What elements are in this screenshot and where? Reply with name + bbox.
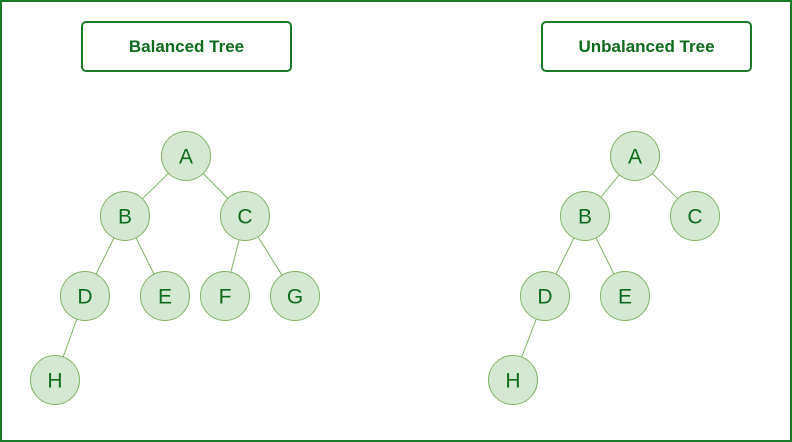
node-label: E — [158, 286, 172, 309]
node-circle — [670, 191, 720, 241]
node-e: E — [140, 271, 190, 321]
node-circle — [30, 355, 80, 405]
balanced-tree: A B C D E F G H — [30, 131, 320, 405]
edge-a-b — [142, 172, 169, 200]
node-b: B — [100, 191, 150, 241]
node-label: H — [505, 370, 520, 393]
node-circle — [220, 191, 270, 241]
edge-d-h — [521, 318, 537, 358]
edge-b-d — [555, 237, 575, 275]
edge-b-e — [135, 237, 155, 275]
node-label: E — [618, 286, 632, 309]
node-circle — [200, 271, 250, 321]
node-label: G — [287, 286, 303, 309]
edge-c-f — [230, 239, 240, 273]
node-circle — [560, 191, 610, 241]
node-circle — [488, 355, 538, 405]
balanced-tree-title: Balanced Tree — [81, 21, 292, 72]
node-label: F — [219, 286, 232, 309]
node-label: D — [537, 286, 552, 309]
node-label: B — [578, 206, 592, 229]
node-label: C — [237, 206, 252, 229]
node-circle — [60, 271, 110, 321]
node-h: H — [30, 355, 80, 405]
node-label: A — [179, 146, 193, 169]
node-d: D — [520, 271, 570, 321]
node-circle — [600, 271, 650, 321]
edge-b-e — [595, 237, 615, 275]
unbalanced-tree-title: Unbalanced Tree — [541, 21, 752, 72]
edge-c-g — [257, 236, 283, 276]
node-circle — [100, 191, 150, 241]
node-label: B — [118, 206, 132, 229]
node-circle — [610, 131, 660, 181]
node-label: D — [77, 286, 92, 309]
node-f: F — [200, 271, 250, 321]
node-b: B — [560, 191, 610, 241]
node-circle — [140, 271, 190, 321]
edge-a-c — [202, 173, 229, 199]
node-a: A — [161, 131, 211, 181]
edge-d-h — [62, 318, 78, 358]
node-g: G — [270, 271, 320, 321]
node-circle — [520, 271, 570, 321]
node-e: E — [600, 271, 650, 321]
node-label: H — [47, 370, 62, 393]
node-label: A — [628, 146, 642, 169]
edge-b-d — [95, 237, 115, 275]
node-d: D — [60, 271, 110, 321]
edge-a-b — [600, 174, 620, 198]
node-c: C — [220, 191, 270, 241]
unbalanced-tree: A B C D E H — [488, 131, 720, 405]
node-a: A — [610, 131, 660, 181]
node-h: H — [488, 355, 538, 405]
node-c: C — [670, 191, 720, 241]
node-label: C — [687, 206, 702, 229]
node-circle — [270, 271, 320, 321]
edge-a-c — [651, 172, 679, 200]
node-circle — [161, 131, 211, 181]
